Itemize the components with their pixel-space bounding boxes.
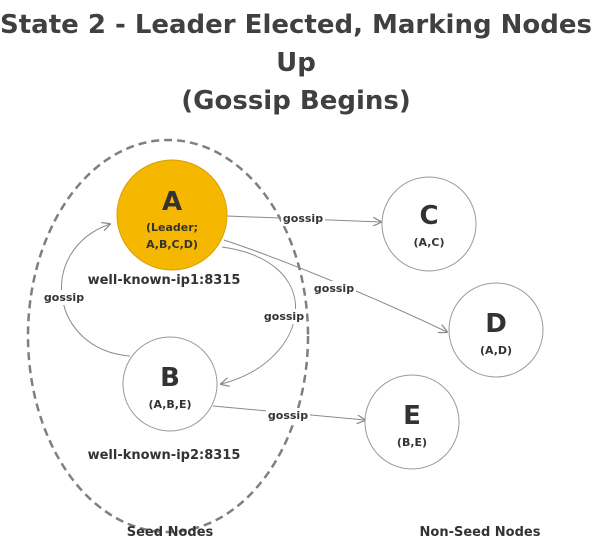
title-line-1: State 2 - Leader Elected, Marking Nodes … bbox=[0, 10, 592, 78]
node-a: A (Leader; A,B,C,D) bbox=[116, 159, 228, 271]
edge-label-b-a: gossip bbox=[44, 291, 84, 304]
node-b-address: well-known-ip2:8315 bbox=[88, 448, 241, 463]
edge-label-b-e: gossip bbox=[268, 409, 308, 422]
node-a-circle bbox=[116, 159, 228, 271]
node-d-letter: D bbox=[485, 309, 507, 339]
edge-label-a-c: gossip bbox=[283, 212, 323, 225]
node-a-address: well-known-ip1:8315 bbox=[88, 273, 241, 288]
node-c-circle bbox=[381, 176, 477, 272]
non-seed-nodes-label: Non-Seed Nodes bbox=[420, 525, 541, 540]
node-d: D (A,D) bbox=[448, 282, 544, 378]
node-c-sub: (A,C) bbox=[413, 236, 444, 249]
edge-label-a-b: gossip bbox=[264, 310, 304, 323]
node-b: B (A,B,E) bbox=[122, 336, 218, 432]
node-b-sub: (A,B,E) bbox=[148, 398, 191, 411]
node-b-letter: B bbox=[160, 363, 180, 393]
node-a-sub-1: (Leader; bbox=[146, 221, 198, 234]
diagram-title: State 2 - Leader Elected, Marking Nodes … bbox=[0, 6, 592, 120]
node-c: C (A,C) bbox=[381, 176, 477, 272]
seed-nodes-label: Seed Nodes bbox=[127, 525, 214, 540]
node-e-circle bbox=[364, 374, 460, 470]
node-e: E (B,E) bbox=[364, 374, 460, 470]
node-c-letter: C bbox=[419, 201, 438, 231]
node-b-circle bbox=[122, 336, 218, 432]
seed-nodes-group bbox=[26, 138, 310, 534]
title-line-2: (Gossip Begins) bbox=[181, 86, 411, 116]
node-a-sub-2: A,B,C,D) bbox=[146, 238, 198, 251]
node-a-letter: A bbox=[162, 187, 182, 217]
edge-label-a-d: gossip bbox=[314, 282, 354, 295]
node-d-sub: (A,D) bbox=[480, 344, 512, 357]
node-e-sub: (B,E) bbox=[397, 436, 427, 449]
node-d-circle bbox=[448, 282, 544, 378]
node-e-letter: E bbox=[403, 401, 421, 431]
edge-labels: gossip gossip gossip gossip gossip bbox=[42, 211, 356, 423]
